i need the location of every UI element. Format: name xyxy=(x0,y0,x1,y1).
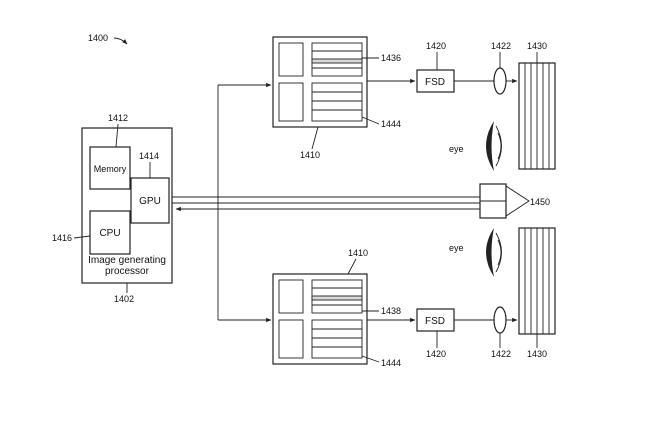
processor-caption-1: Image generating xyxy=(88,255,166,266)
sensor-block xyxy=(479,183,530,219)
top-fsd-ref: 1420 xyxy=(426,41,446,51)
bottom-eye-icon xyxy=(486,228,502,277)
figure-ref: 1400 xyxy=(88,33,108,43)
cpu-block xyxy=(89,210,131,255)
memory-label: Memory xyxy=(94,164,127,174)
top-frame-ref-a: 1436 xyxy=(381,53,401,63)
bottom-waveguide-stack xyxy=(518,227,556,335)
sensor-ref: 1450 xyxy=(530,197,550,207)
top-fsd-label: FSD xyxy=(425,77,445,88)
top-frame-ref-b: 1444 xyxy=(381,119,401,129)
cpu-ref-leader xyxy=(73,235,91,239)
bottom-lens xyxy=(493,306,507,334)
bottom-frame-ref-b-leader xyxy=(361,355,380,363)
bottom-frame-ref-b: 1444 xyxy=(381,358,401,368)
top-waveguide-ref: 1430 xyxy=(527,41,547,51)
bottom-buffer-ref: 1410 xyxy=(348,248,368,258)
processor-ref: 1402 xyxy=(114,294,134,304)
top-lens xyxy=(493,67,507,95)
memory-block xyxy=(89,146,131,190)
bottom-lens-ref: 1422 xyxy=(491,349,511,359)
bottom-frame-ref-a: 1438 xyxy=(381,306,401,316)
memory-ref-leader xyxy=(115,123,119,148)
gpu-ref: 1414 xyxy=(139,151,159,161)
cpu-label: CPU xyxy=(99,228,120,239)
bottom-waveguide-ref: 1430 xyxy=(527,349,547,359)
processor-caption-2: processor xyxy=(105,266,150,277)
top-buffer-ref: 1410 xyxy=(300,150,320,160)
bottom-buffer-ref-leader xyxy=(347,258,357,275)
bottom-eye-label: eye xyxy=(449,243,464,253)
figure-ref-arrow xyxy=(113,37,128,45)
bottom-fsd-label: FSD xyxy=(425,316,445,327)
top-frame-buffer xyxy=(272,36,368,128)
memory-ref: 1412 xyxy=(108,113,128,123)
gpu-label: GPU xyxy=(139,196,161,207)
cpu-ref: 1416 xyxy=(52,233,72,243)
top-buffer-ref-leader xyxy=(311,126,319,150)
top-waveguide-stack xyxy=(518,62,556,170)
bottom-frame-buffer xyxy=(272,273,368,365)
top-frame-ref-b-leader xyxy=(361,116,380,125)
top-eye-label: eye xyxy=(449,144,464,154)
gpu-block xyxy=(130,177,170,224)
top-lens-ref: 1422 xyxy=(491,41,511,51)
bottom-fsd-ref: 1420 xyxy=(426,349,446,359)
top-eye-icon xyxy=(486,121,502,171)
